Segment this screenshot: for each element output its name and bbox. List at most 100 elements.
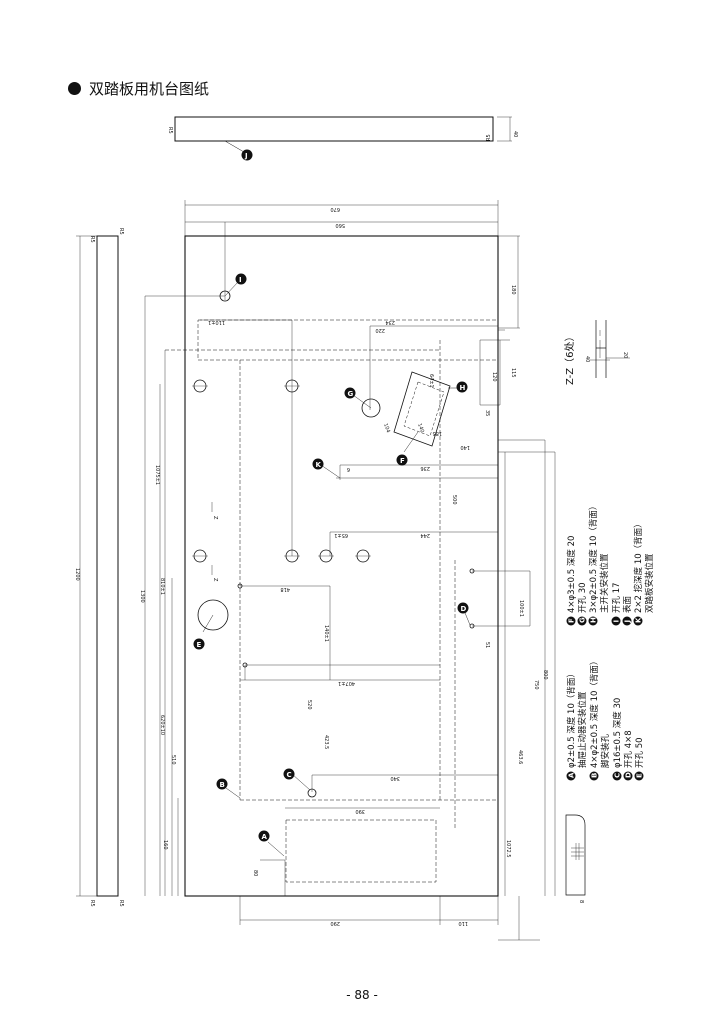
dim-110b: 110 [458, 920, 468, 926]
holes [193, 290, 475, 798]
page-number: - 88 - [346, 988, 378, 1002]
dim-423-5: 423.5 [323, 735, 329, 749]
legend-item-j: J 表面 [622, 595, 633, 626]
dimension-lines [144, 222, 556, 941]
dim-6: 6 [347, 466, 350, 472]
hole-centerlines [192, 385, 371, 557]
z-mark-bottom: Z [212, 578, 218, 582]
badge-j: J [241, 149, 253, 161]
dim-800: 800 [542, 670, 548, 680]
dim-810: 810±1 [159, 578, 165, 595]
svg-text:E: E [636, 773, 644, 778]
dim-40: 40 [584, 356, 590, 362]
dim-table-width: 560 [335, 222, 345, 228]
legend-item-g: G 开孔 30 [577, 582, 588, 626]
badge-f: F [396, 454, 408, 466]
svg-text:I: I [613, 620, 621, 623]
dim-520: 520 [306, 700, 312, 710]
svg-text:开孔 50: 开孔 50 [635, 737, 645, 768]
svg-text:3×φ2±0.5 深度 10（背面）: 3×φ2±0.5 深度 10（背面） [588, 502, 599, 613]
svg-text:E: E [197, 641, 202, 649]
dim-390: 390 [355, 808, 365, 814]
legend-item-c: C φ16±0.5 深度 30 [612, 698, 623, 781]
svg-text:开孔 4×8: 开孔 4×8 [624, 730, 634, 768]
dim-500: 500 [451, 495, 457, 505]
dim-620: 620±10 [159, 715, 165, 735]
dim-side-bottom-right: R5 [118, 900, 124, 907]
dim-side-bottom-left: R5 [89, 900, 95, 907]
svg-text:J: J [624, 620, 632, 624]
dim-51: 51 [484, 642, 490, 648]
dim-1072-5: 1072.5 [505, 840, 511, 858]
z-mark-top: Z [212, 516, 218, 520]
zz-section [590, 320, 630, 378]
dim-side-top-left: R5 [89, 236, 95, 243]
dim-side-top-right: R5 [118, 228, 124, 235]
svg-text:C: C [614, 773, 622, 778]
svg-text:4×φ2±0.5 深度 10（背面）: 4×φ2±0.5 深度 10（背面） [589, 657, 600, 768]
svg-text:B: B [220, 781, 225, 789]
dim-overall-length: 1200 [74, 568, 80, 581]
svg-text:2×2 挖深度 10（背面）: 2×2 挖深度 10（背面） [633, 519, 644, 613]
dim-180: 180 [510, 285, 516, 295]
svg-text:G: G [579, 617, 587, 623]
svg-text:抽屉止动器安装位置: 抽屉止动器安装位置 [577, 691, 588, 768]
dim-220: 220 [375, 327, 385, 333]
svg-text:B: B [591, 773, 599, 778]
badge-i: I [235, 273, 247, 285]
dim-overall-width: 670 [330, 206, 340, 212]
svg-text:G: G [348, 390, 354, 398]
section-title: Z-Z（6处） [564, 332, 576, 386]
badge-d: D [457, 602, 469, 614]
legend-item-h: H 3×φ2±0.5 深度 10（背面） 主开关安装位置 [588, 502, 610, 626]
badge-g: G [344, 387, 356, 399]
badge-e: E [193, 638, 205, 650]
legend-col-1: A φ2±0.5 深度 10（背面） 抽屉止动器安装位置 B 4×φ2±0.5 … [566, 657, 645, 781]
svg-text:K: K [635, 617, 643, 623]
dim-290: 290 [330, 920, 340, 926]
dim-407: 407±1 [338, 680, 355, 686]
dim-140b: 140 [416, 423, 425, 434]
svg-text:J: J [244, 152, 248, 160]
svg-text:脚安装孔: 脚安装孔 [600, 733, 611, 768]
dim-115: 115 [510, 368, 516, 378]
page-title: 双踏板用机台图纸 [68, 78, 209, 99]
svg-text:主开关安装位置: 主开关安装位置 [599, 553, 610, 613]
dim-20: 20 [622, 352, 628, 358]
svg-text:D: D [625, 772, 633, 778]
dim-104: 104 [382, 423, 391, 434]
bullet-icon [68, 82, 81, 95]
legend-item-k: K 2×2 挖深度 10（背面） 双踏板安装位置 [633, 519, 655, 626]
dim-120: 120 [491, 372, 497, 382]
table-outline [184, 200, 520, 897]
dim-463-6: 463.6 [517, 750, 523, 764]
dim-236: 236 [420, 465, 430, 471]
dim-340: 340 [390, 775, 400, 781]
svg-text:双踏板安装位置: 双踏板安装位置 [644, 553, 655, 613]
badge-b: B [216, 778, 228, 790]
badge-c: C [283, 768, 295, 780]
internal-outlines [165, 319, 499, 883]
side-bar-view [76, 235, 119, 897]
legend-item-f: F 4×φ3±0.5 深度 20 [566, 536, 577, 626]
svg-text:A: A [568, 772, 576, 778]
legend-item-a: A φ2±0.5 深度 10（背面） 抽屉止动器安装位置 [566, 669, 588, 781]
svg-text:A: A [262, 833, 268, 841]
svg-text:F: F [568, 618, 576, 623]
dim-80: 80 [252, 870, 258, 876]
svg-text:φ16±0.5 深度 30: φ16±0.5 深度 30 [612, 698, 623, 768]
dim-750: 750 [533, 680, 539, 690]
dim-110: 110±1 [208, 319, 225, 325]
legend-item-d: D 开孔 4×8 [623, 730, 634, 781]
badge-a: A [258, 830, 270, 842]
svg-text:φ2±0.5 深度 10（背面）: φ2±0.5 深度 10（背面） [566, 669, 577, 768]
dim-140-1: 140±1 [323, 625, 329, 642]
svg-text:开孔 17: 开孔 17 [612, 582, 622, 613]
dim-top-bar-right: R5 [486, 134, 492, 141]
dim-35: 35 [484, 410, 490, 416]
badge-k: K [312, 458, 324, 470]
dim-140: 140 [460, 444, 470, 450]
dim-1075: 1075±1 [154, 465, 160, 485]
dim-1300: 1300 [139, 590, 145, 603]
